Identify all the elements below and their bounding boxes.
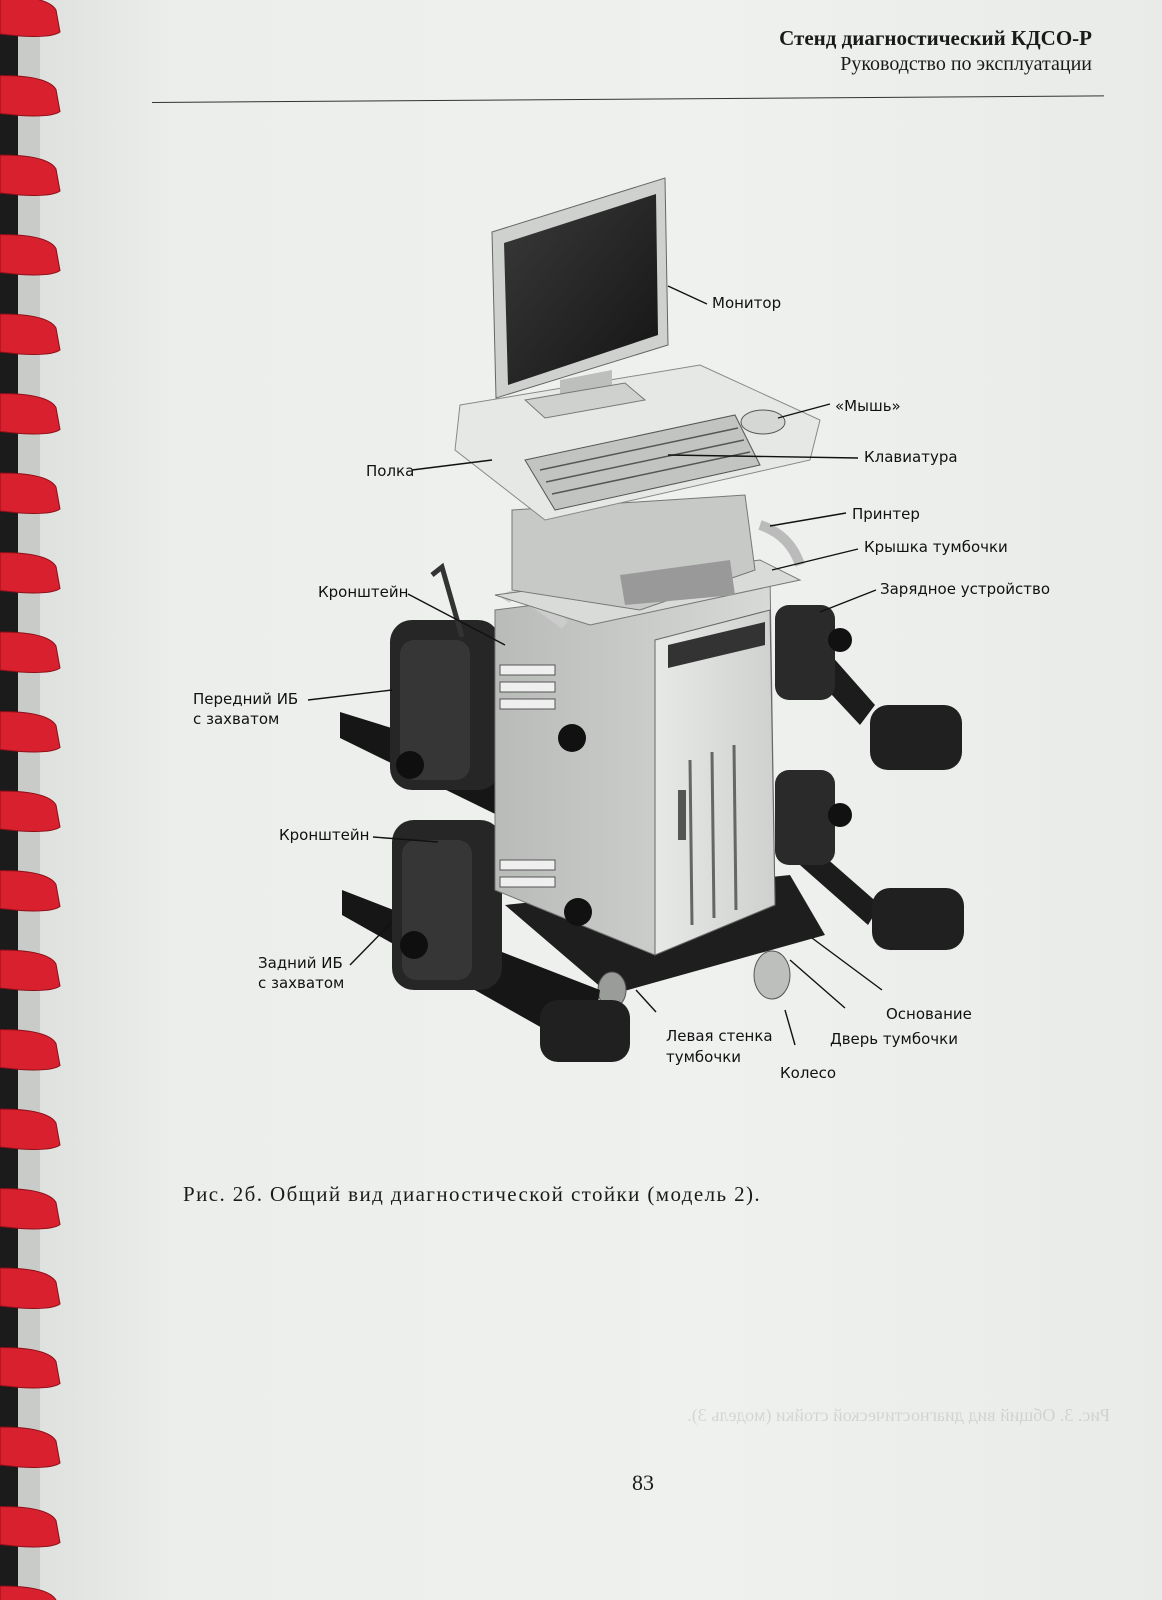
binding-coil [0,949,61,991]
binding-coil [0,1426,61,1468]
figure-caption: Рис. 2б. Общий вид диагностической стойк… [183,1182,762,1206]
label-left-wall-line1: Левая стенка [666,1027,773,1045]
label-mouse: «Мышь» [835,397,901,415]
label-rear-sensor-line1: Задний ИБ [258,954,343,972]
label-shelf: Полка [366,462,415,480]
label-cabinet-lid: Крышка тумбочки [864,538,1008,556]
binding-coil [0,0,61,37]
binding-coil [0,790,61,832]
binding-coil [0,472,61,514]
label-keyboard: Клавиатура [864,448,958,466]
label-cabinet-door: Дверь тумбочки [830,1030,958,1048]
document-subtitle: Руководство по эксплуатации [840,53,1092,75]
binding-coil [0,869,61,912]
label-base: Основание [886,1005,972,1023]
label-bracket-top: Кронштейн [318,583,409,601]
binding-coil [0,710,61,753]
label-left-wall-line2: тумбочки [666,1048,742,1066]
spiral-binding [0,0,61,1600]
label-front-sensor-line2: с захватом [193,710,280,728]
binding-coil [0,233,61,276]
label-printer: Принтер [852,505,920,523]
binding-coil [0,551,61,594]
binding-coil [0,1267,61,1309]
binding-coil [0,154,61,196]
binding-coil [0,1108,61,1150]
binding-coil [0,631,61,673]
binding-coil [0,392,61,435]
binding-coil [0,313,61,355]
binding-coil [0,1346,61,1389]
binding-coil [0,74,61,117]
binding-coil [0,1028,61,1071]
label-front-sensor-line1: Передний ИБ [193,690,299,708]
label-monitor: Монитор [712,294,782,312]
page-number: 83 [632,1470,654,1495]
label-charger: Зарядное устройство [880,580,1051,598]
binding-coil [0,1585,57,1600]
label-wheel: Колесо [780,1064,837,1082]
document-title: Стенд диагностический КДСО-Р [779,26,1092,50]
binding-coil [0,1187,61,1230]
binding-coil [0,1505,61,1548]
label-bracket-bottom: Кронштейн [279,826,370,844]
label-rear-sensor-line2: с захватом [258,974,345,992]
